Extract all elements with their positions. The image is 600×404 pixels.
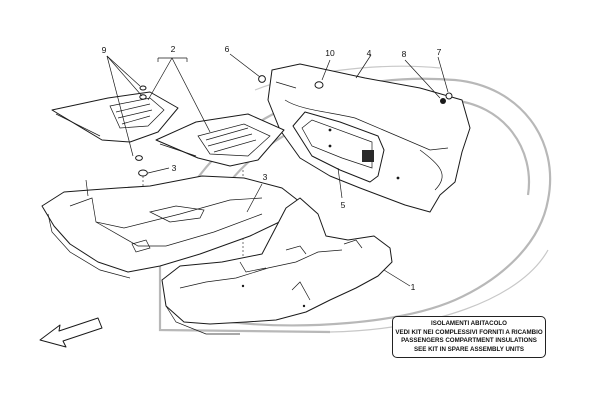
callout-9: 9	[102, 45, 107, 55]
callout-3-right: 3	[263, 172, 268, 182]
callout-6: 6	[225, 44, 230, 54]
arrow-down-left-icon	[39, 317, 103, 348]
note-line-3: PASSENGERS COMPARTMENT INSULATIONS	[401, 337, 537, 345]
callout-5: 5	[341, 200, 346, 210]
callout-1: 1	[411, 282, 416, 292]
callout-2: 2	[171, 44, 176, 54]
grommet-3-left	[138, 169, 148, 177]
clip-6	[258, 75, 266, 83]
callout-7: 7	[437, 47, 442, 57]
rear-floor-insulation	[161, 197, 393, 335]
callout-8: 8	[402, 49, 407, 59]
leader-lines	[106, 53, 449, 287]
clip-8	[440, 98, 446, 104]
callout-4: 4	[367, 48, 372, 58]
grommet-top-2	[139, 85, 147, 91]
callout-3-left: 3	[172, 163, 177, 173]
grommet-top	[139, 94, 147, 100]
note-line-1: ISOLAMENTI ABITACOLO	[431, 320, 507, 327]
clip-10	[314, 81, 324, 89]
note-line-4: SEE KIT IN SPARE ASSEMBLY UNITS	[413, 345, 525, 353]
note-box: ISOLAMENTI ABITACOLO VEDI KIT NEI COMPLE…	[392, 316, 546, 358]
grommet-middle	[135, 155, 143, 161]
left-floor-mat	[51, 91, 179, 143]
speaker-grille	[362, 150, 374, 162]
clip-7	[445, 92, 453, 100]
callout-labels: 9 2 3 3 6 10 4 8 7 5 1	[102, 44, 442, 292]
centre-floor-mat	[155, 113, 285, 167]
callout-10: 10	[325, 48, 335, 58]
note-line-2: VEDI KIT NEI COMPLESSIVI FORNITI A RICAM…	[395, 328, 543, 336]
tunnel-trim-panel	[292, 111, 385, 183]
rear-clips	[258, 75, 453, 180]
